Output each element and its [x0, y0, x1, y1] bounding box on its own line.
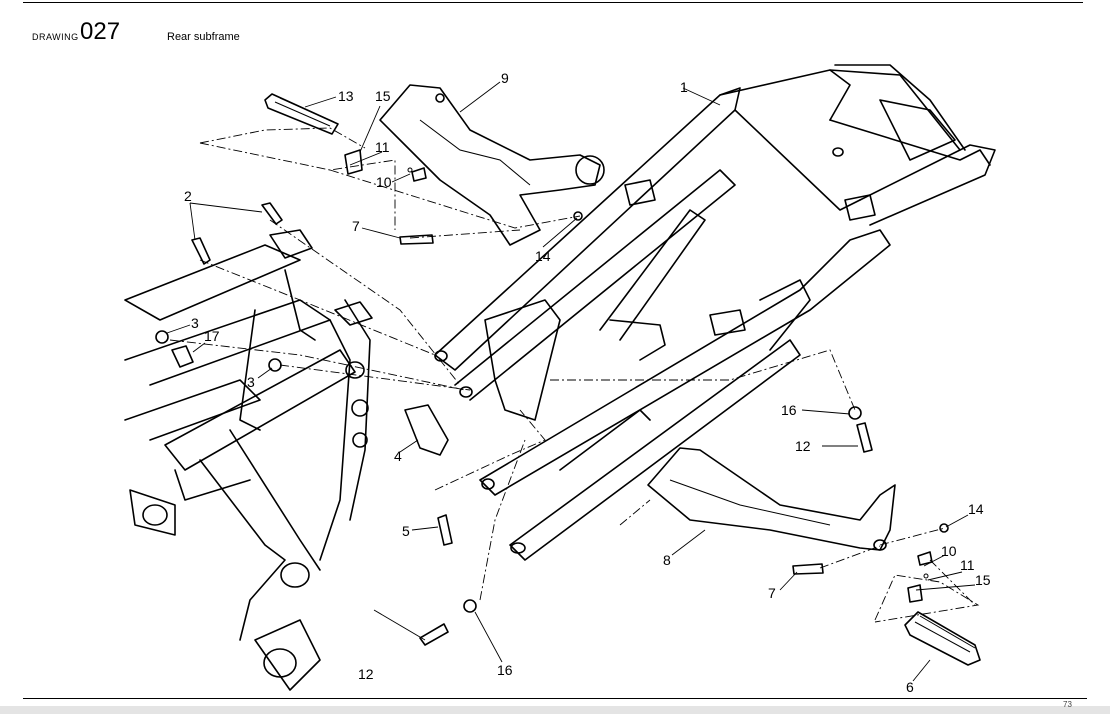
footpeg-hanger-left — [379, 84, 605, 246]
drawing-label: DRAWING — [32, 32, 79, 42]
hardware-parts — [155, 167, 949, 646]
footpeg-lower — [904, 584, 981, 666]
callout-4: 4 — [394, 448, 402, 464]
callout-6: 6 — [906, 679, 914, 695]
drawing-title: Rear subframe — [167, 31, 240, 43]
callout-2: 2 — [184, 188, 192, 204]
top-rule — [23, 2, 1083, 3]
footpeg-hanger-right — [647, 447, 896, 551]
callout-12a: 12 — [358, 666, 374, 682]
callout-11a: 11 — [375, 139, 390, 155]
leader-lines — [166, 81, 976, 682]
callout-7b: 7 — [768, 585, 776, 601]
callout-10b: 10 — [941, 543, 957, 559]
drawing-number: 027 — [80, 18, 121, 45]
callout-14a: 14 — [535, 248, 551, 264]
callout-12b: 12 — [795, 438, 811, 454]
assembly-lines — [169, 127, 980, 623]
callout-labels: 1 2 3 3 4 5 6 7 7 8 9 10 10 11 11 12 12 … — [184, 70, 991, 695]
callout-1: 1 — [680, 79, 688, 95]
callout-7a: 7 — [352, 218, 360, 234]
page-number: 73 — [1063, 700, 1072, 709]
bottom-rule — [23, 698, 1087, 699]
callout-9: 9 — [501, 70, 509, 86]
callout-3b: 3 — [247, 374, 255, 390]
callout-14b: 14 — [968, 501, 984, 517]
callout-3a: 3 — [191, 315, 199, 331]
callout-16b: 16 — [497, 662, 513, 678]
callout-15b: 15 — [975, 572, 991, 588]
rear-subframe — [434, 64, 996, 561]
callout-17: 17 — [204, 328, 220, 344]
callout-16a: 16 — [781, 402, 797, 418]
callout-5: 5 — [402, 523, 410, 539]
main-frame — [124, 229, 373, 691]
callout-8: 8 — [663, 552, 671, 568]
callout-11b: 11 — [960, 557, 975, 573]
footpeg-upper — [264, 93, 363, 175]
callout-15a: 15 — [375, 88, 391, 104]
footer-band — [0, 706, 1110, 714]
callout-13: 13 — [338, 88, 354, 104]
callout-10a: 10 — [376, 174, 392, 190]
